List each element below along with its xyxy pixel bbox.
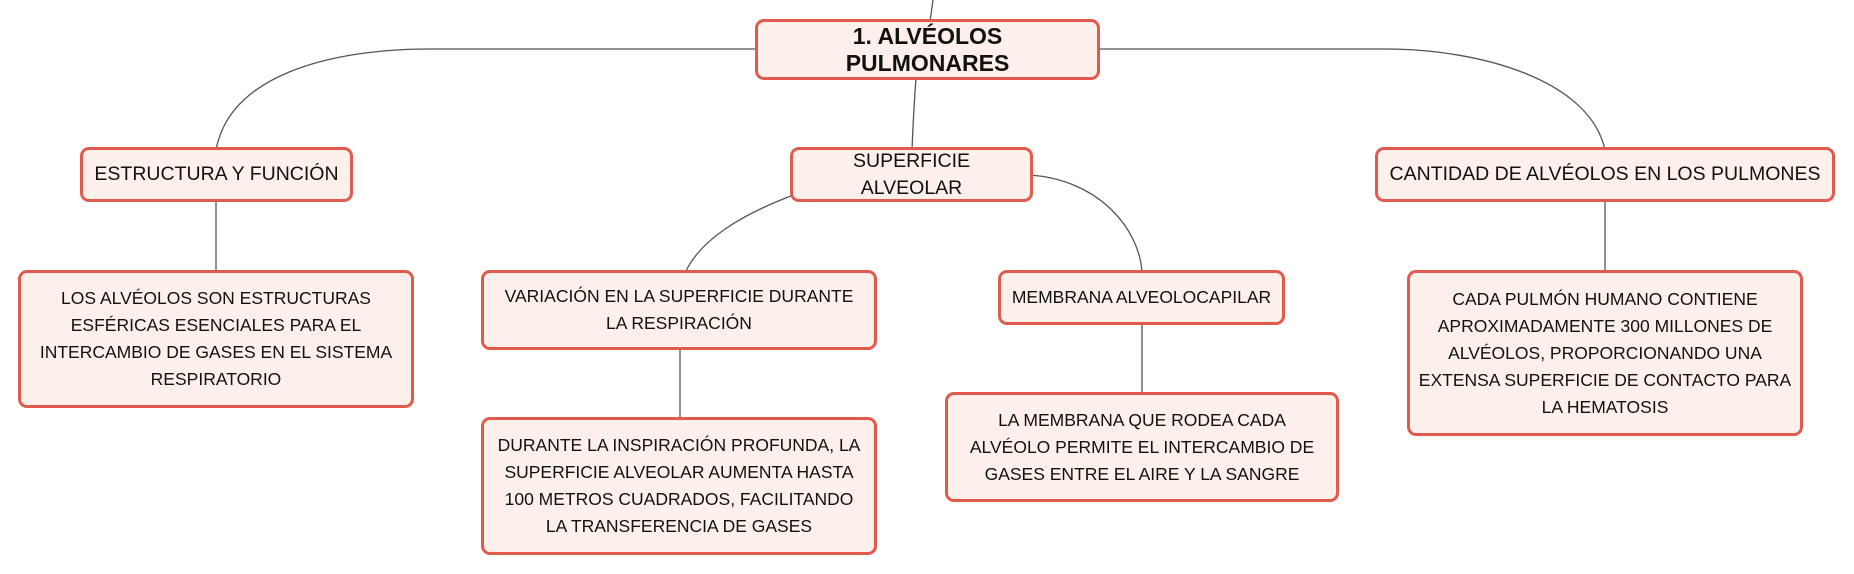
variacion-label: VARIACIÓN EN LA SUPERFICIE DURANTE LA RE…	[504, 286, 854, 333]
estructura-description-node[interactable]: LOS ALVÉOLOS SON ESTRUCTURAS ESFÉRICAS E…	[18, 270, 414, 408]
connector-root-to-estructura	[215, 48, 760, 151]
topic-estructura-y-funcion[interactable]: ESTRUCTURA Y FUNCIÓN	[80, 147, 353, 202]
topic-estructura-label: ESTRUCTURA Y FUNCIÓN	[94, 163, 339, 185]
connector-root-to-cantidad	[1097, 48, 1606, 151]
topic-cantidad-label: CANTIDAD DE ALVÉOLOS EN LOS PULMONES	[1389, 163, 1821, 185]
topic-cantidad-de-alveolos[interactable]: CANTIDAD DE ALVÉOLOS EN LOS PULMONES	[1375, 147, 1835, 202]
topic-superficie-label: SUPERFICIE ALVEOLAR	[852, 149, 971, 199]
variacion-description-text: DURANTE LA INSPIRACIÓN PROFUNDA, LA SUPE…	[497, 435, 861, 536]
subtopic-variacion-superficie[interactable]: VARIACIÓN EN LA SUPERFICIE DURANTE LA RE…	[481, 270, 877, 350]
connector-superficie-to-variacion	[684, 193, 797, 274]
membrana-description-node[interactable]: LA MEMBRANA QUE RODEA CADA ALVÉOLO PERMI…	[945, 392, 1339, 502]
membrana-description-text: LA MEMBRANA QUE RODEA CADA ALVÉOLO PERMI…	[969, 409, 1315, 484]
subtopic-membrana-alveolocapilar[interactable]: MEMBRANA ALVEOLOCAPILAR	[998, 270, 1285, 325]
variacion-description-node[interactable]: DURANTE LA INSPIRACIÓN PROFUNDA, LA SUPE…	[481, 417, 877, 555]
connector-root-to-superficie	[911, 77, 917, 151]
cantidad-description-text: CADA PULMÓN HUMANO CONTIENE APROXIMADAME…	[1418, 288, 1792, 417]
topic-superficie-alveolar[interactable]: SUPERFICIE ALVEOLAR	[790, 147, 1033, 202]
membrana-label: MEMBRANA ALVEOLOCAPILAR	[1011, 287, 1272, 307]
root-topic-node[interactable]: 1. ALVÉOLOS PULMONARES	[755, 19, 1100, 80]
estructura-description-text: LOS ALVÉOLOS SON ESTRUCTURAS ESFÉRICAS E…	[39, 288, 393, 389]
cantidad-description-node[interactable]: CADA PULMÓN HUMANO CONTIENE APROXIMADAME…	[1407, 270, 1803, 436]
root-topic-label: 1. ALVÉOLOS PULMONARES	[845, 22, 1010, 76]
connector-superficie-to-membrana	[1029, 174, 1143, 274]
